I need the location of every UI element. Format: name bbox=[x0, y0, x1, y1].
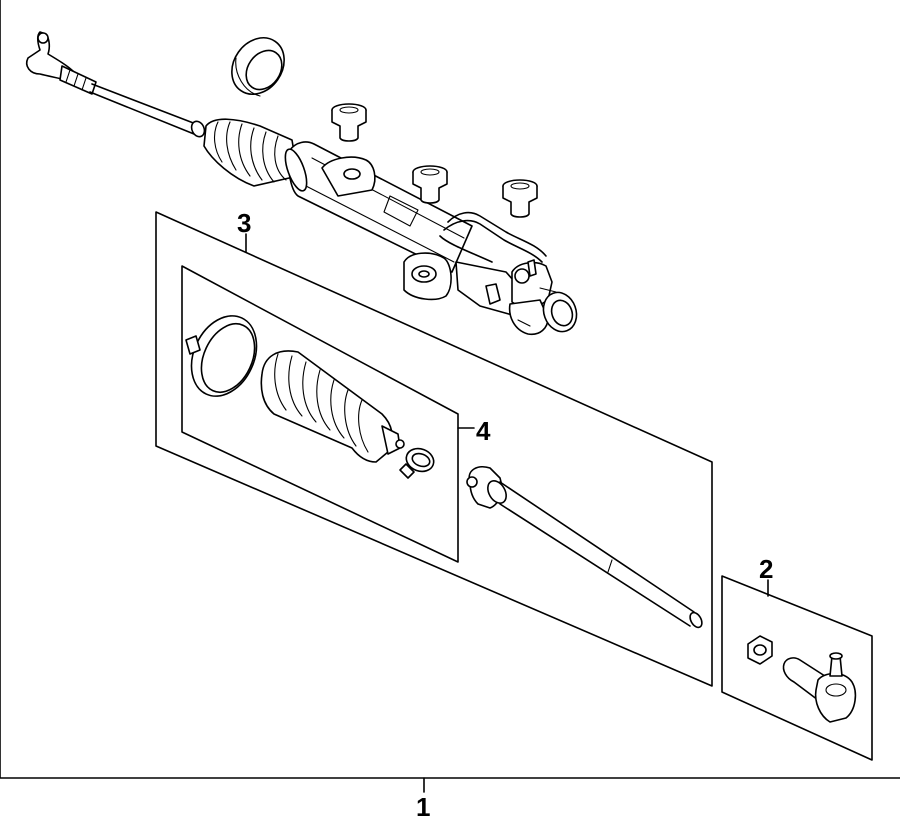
callout-1-label: 1 bbox=[416, 792, 430, 822]
inner-tie-rod bbox=[466, 466, 703, 629]
outer-tie-rod-group: 2 bbox=[721, 554, 873, 761]
callout-2-label: 2 bbox=[759, 554, 773, 584]
steering-rack-assembly bbox=[25, 31, 578, 336]
assembly-frame bbox=[0, 0, 900, 793]
boot-clamp-small bbox=[399, 447, 435, 479]
rack-boot bbox=[260, 350, 405, 463]
outer-tie-rod-end bbox=[782, 652, 857, 723]
mount-bushing bbox=[502, 179, 538, 218]
inner-tie-rod-kit-group: 3 bbox=[155, 208, 713, 687]
boot-clamp-large bbox=[185, 315, 258, 397]
mount-bushing bbox=[412, 165, 448, 204]
mount-bushing bbox=[331, 103, 367, 142]
jam-nut bbox=[747, 635, 773, 665]
callout-4-label: 4 bbox=[476, 416, 491, 446]
boot-kit-group: 4 bbox=[181, 265, 491, 563]
pinion-seal bbox=[231, 37, 285, 97]
callout-3-label: 3 bbox=[237, 208, 251, 238]
